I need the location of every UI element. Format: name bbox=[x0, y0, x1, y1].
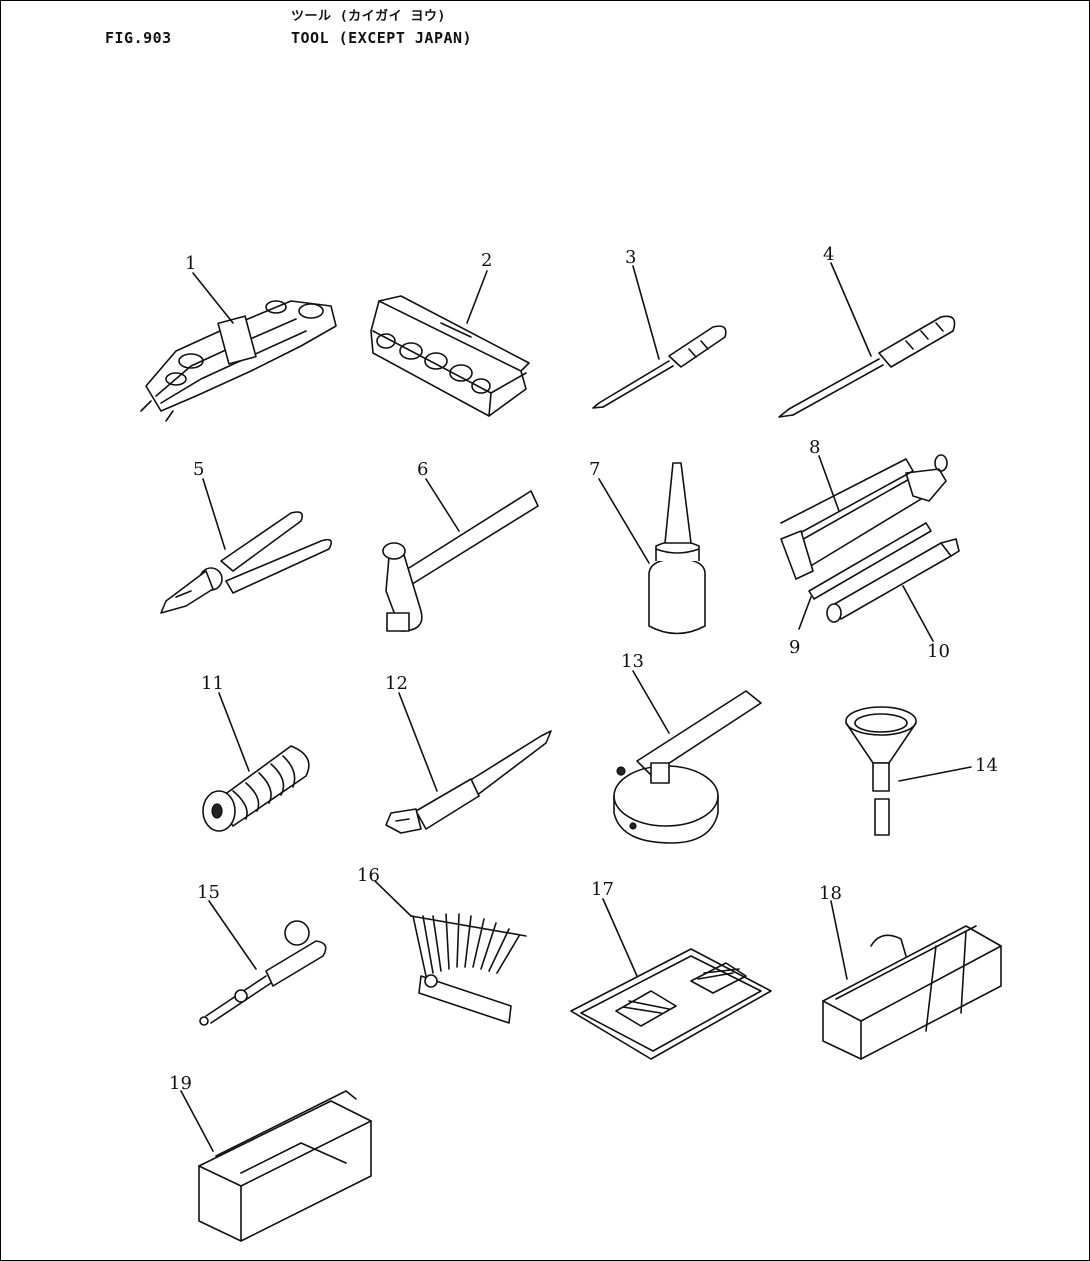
callout-4: 4 bbox=[823, 244, 834, 265]
callout-18: 18 bbox=[819, 883, 842, 904]
filter-wrench-icon[interactable] bbox=[613, 690, 762, 844]
page-title: TOOL (EXCEPT JAPAN) bbox=[291, 29, 473, 47]
pliers-icon[interactable] bbox=[160, 511, 332, 614]
callout-8: 8 bbox=[809, 437, 820, 458]
grease-gun-hose-icon[interactable] bbox=[826, 538, 960, 623]
callout-10: 10 bbox=[927, 641, 950, 662]
callout-1: 1 bbox=[185, 253, 196, 274]
tool-box-icon[interactable] bbox=[198, 1090, 372, 1242]
grease-pump-icon[interactable] bbox=[199, 920, 327, 1026]
feeler-gauge-icon[interactable] bbox=[410, 913, 527, 1024]
oil-can-icon[interactable] bbox=[648, 462, 706, 635]
callout-15: 15 bbox=[197, 882, 220, 903]
callout-12: 12 bbox=[385, 673, 408, 694]
title-kana: ツール (カイガイ ヨウ) bbox=[291, 9, 446, 24]
cable-coil-icon[interactable] bbox=[202, 745, 310, 832]
callout-3: 3 bbox=[625, 247, 636, 268]
callout-13: 13 bbox=[621, 651, 644, 672]
callout-19: 19 bbox=[169, 1073, 192, 1094]
callout-17: 17 bbox=[591, 879, 614, 900]
wrench-set-icon[interactable] bbox=[140, 300, 337, 422]
grease-gun-nozzle-icon[interactable] bbox=[808, 522, 932, 600]
screwdriver-small-icon[interactable] bbox=[592, 325, 727, 409]
hammer-icon[interactable] bbox=[382, 490, 539, 632]
funnel-icon[interactable] bbox=[845, 706, 917, 836]
callout-5: 5 bbox=[193, 459, 204, 480]
pry-bar-icon[interactable] bbox=[385, 730, 552, 834]
callout-16: 16 bbox=[357, 865, 380, 886]
grease-gun-icon[interactable] bbox=[780, 454, 948, 580]
tool-bag-icon[interactable] bbox=[822, 925, 1002, 1060]
callout-6: 6 bbox=[417, 459, 428, 480]
screwdriver-large-icon[interactable] bbox=[778, 315, 956, 418]
callout-7: 7 bbox=[589, 459, 600, 480]
callout-14: 14 bbox=[975, 755, 998, 776]
callout-2: 2 bbox=[481, 250, 492, 271]
callout-9: 9 bbox=[789, 637, 800, 658]
figure-number: FIG.903 bbox=[105, 29, 172, 47]
callout-11: 11 bbox=[201, 673, 224, 694]
socket-set-case-icon[interactable] bbox=[370, 295, 530, 417]
manual-icon[interactable] bbox=[570, 948, 772, 1060]
